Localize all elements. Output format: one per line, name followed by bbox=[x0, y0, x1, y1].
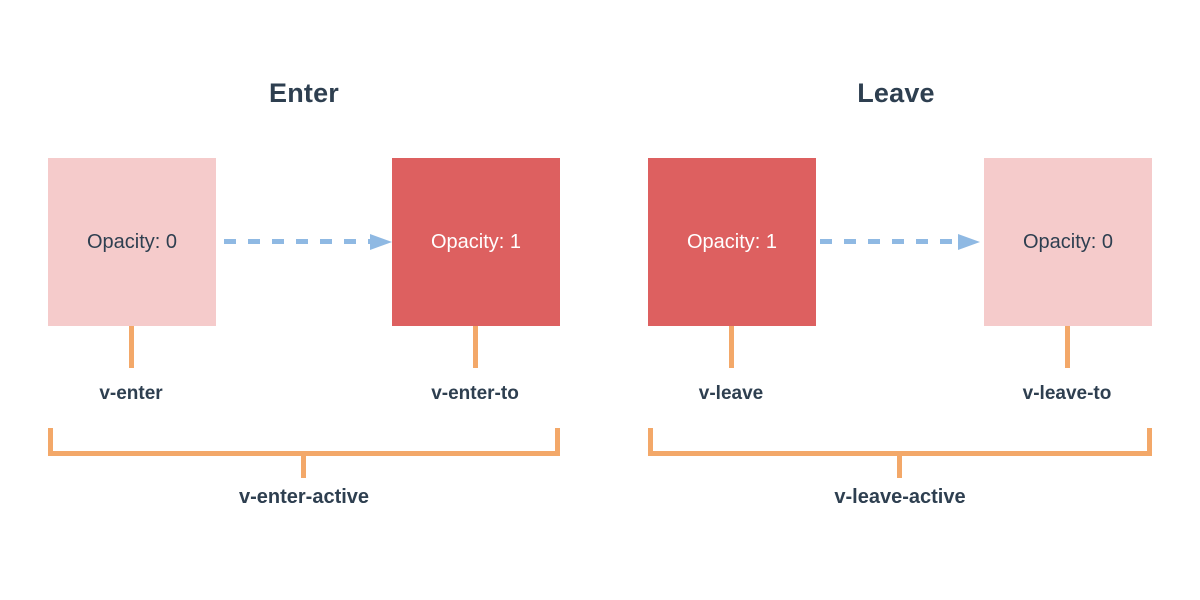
arrow-head bbox=[958, 234, 980, 250]
class-label-v-leave-active: v-leave-active bbox=[834, 486, 966, 508]
class-label-v-enter-active: v-enter-active bbox=[238, 486, 370, 508]
dashed-arrow-right-icon bbox=[820, 234, 980, 250]
state-box-v-leave: Opacity: 1 bbox=[648, 158, 816, 326]
arrow-head bbox=[370, 234, 392, 250]
class-label-v-leave: v-leave bbox=[698, 383, 764, 404]
class-label-v-leave-to: v-leave-to bbox=[1022, 383, 1112, 404]
bracket-stem-v-enter-active bbox=[301, 456, 306, 478]
state-box-v-enter: Opacity: 0 bbox=[48, 158, 216, 326]
arrow-shaft bbox=[224, 239, 370, 244]
state-box-v-enter-to: Opacity: 1 bbox=[392, 158, 560, 326]
state-box-label: Opacity: 0 bbox=[1022, 231, 1114, 253]
class-label-v-enter: v-enter bbox=[99, 383, 163, 404]
tick-stem-v-enter bbox=[129, 326, 134, 368]
section-title-leave: Leave bbox=[857, 78, 935, 108]
tick-stem-v-leave bbox=[729, 326, 734, 368]
bracket-v-enter-active bbox=[48, 428, 560, 456]
state-box-v-leave-to: Opacity: 0 bbox=[984, 158, 1152, 326]
tick-stem-v-enter-to bbox=[473, 326, 478, 368]
class-label-v-enter-to: v-enter-to bbox=[431, 383, 519, 404]
dashed-arrow-right-icon bbox=[224, 234, 392, 250]
state-box-label: Opacity: 1 bbox=[686, 231, 778, 253]
state-box-label: Opacity: 0 bbox=[86, 231, 178, 253]
tick-stem-v-leave-to bbox=[1065, 326, 1070, 368]
state-box-label: Opacity: 1 bbox=[430, 231, 522, 253]
section-title-enter: Enter bbox=[268, 78, 340, 108]
arrow-shaft bbox=[820, 239, 958, 244]
bracket-v-leave-active bbox=[648, 428, 1152, 456]
bracket-stem-v-leave-active bbox=[897, 456, 902, 478]
